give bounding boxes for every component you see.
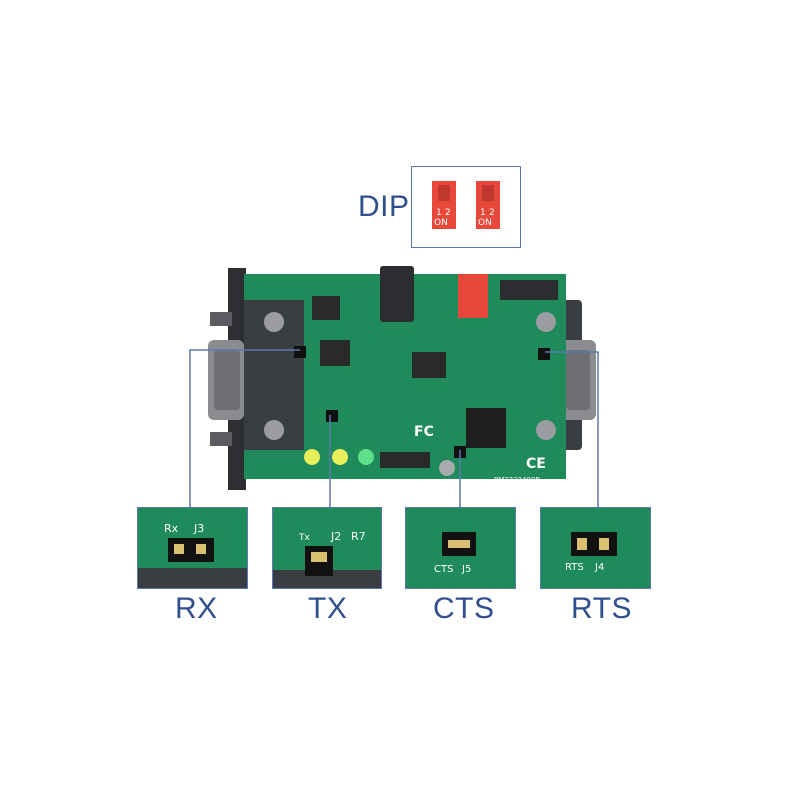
rts-jumper-on-board [538, 348, 550, 360]
rx-label: RX [175, 592, 218, 625]
dip-switch-2-on: ON [478, 218, 492, 228]
ce-logo: CE [526, 456, 546, 472]
part-number: PM2232400B [494, 476, 540, 484]
fcc-logo: FC [414, 424, 434, 440]
dip-switch-1: 1 2 ON [432, 181, 456, 229]
dip-switch-1-pos2: 2 [445, 208, 451, 218]
tx-label: TX [308, 592, 348, 625]
rx-silkscreen-label: Rx [164, 522, 179, 535]
cts-label: CTS [433, 592, 495, 625]
regulator [312, 296, 340, 320]
ic-3 [466, 408, 506, 448]
tx-ref-label: J2 [330, 530, 341, 543]
cts-ref-label: J5 [461, 564, 471, 575]
rx-ref-label: J3 [193, 522, 204, 535]
tx-resistor-label: R7 [351, 530, 366, 543]
led-yellow-2 [332, 449, 348, 465]
rts-silkscreen-label: RTS [565, 562, 584, 573]
tx-silkscreen-label: Tx [298, 533, 310, 543]
rx-jumper-inset: Rx J3 [137, 507, 248, 589]
ic-4 [380, 452, 430, 468]
tx-jumper-inset: Tx J2 R7 [272, 507, 382, 589]
cts-jumper-inset: CTS J5 [405, 507, 516, 589]
rs232-board: FC CE PM2232400B [208, 266, 596, 490]
ic-2 [412, 352, 446, 378]
cts-silkscreen-label: CTS [434, 564, 453, 575]
rts-callout-line [545, 351, 599, 508]
rts-jumper-inset: RTS J4 [540, 507, 651, 589]
dip-switch-inset: 1 2 ON 1 2 ON [411, 166, 521, 248]
dip-switch-1-on: ON [434, 218, 448, 228]
dip-switch-2: 1 2 ON [476, 181, 500, 229]
led-yellow-1 [304, 449, 320, 465]
dip-switch-1-pos1: 1 [436, 208, 442, 218]
rx-callout-line [189, 349, 300, 508]
rts-ref-label: J4 [594, 562, 604, 573]
ic-1 [320, 340, 350, 366]
tx-jumper-on-board [326, 410, 338, 422]
mounting-screw [439, 460, 455, 476]
dip-label: DIP [358, 190, 410, 223]
rts-label: RTS [571, 592, 632, 625]
led-green [358, 449, 374, 465]
rx-jumper-on-board [294, 346, 306, 358]
dip-switch-2-pos1: 1 [480, 208, 486, 218]
red-header [458, 274, 488, 318]
dip-switch-2-pos2: 2 [489, 208, 495, 218]
power-jack [380, 266, 414, 322]
